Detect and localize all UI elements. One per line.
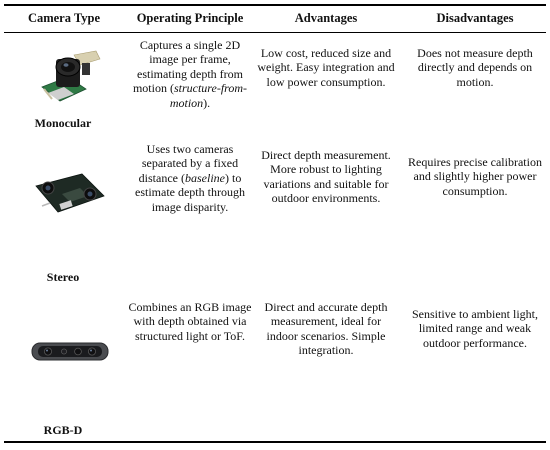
row-advantages-stereo: Direct depth measurement. More robust to… bbox=[261, 148, 391, 206]
row-principle-stereo: Uses two cameras separated by a fixed di… bbox=[135, 142, 245, 214]
header-operating-principle: Operating Principle bbox=[136, 11, 244, 25]
row-advantages-rgbd: Direct and accurate depth measurement, i… bbox=[264, 300, 388, 358]
row-type-rgbd: RGB-D bbox=[43, 423, 83, 437]
header-disadvantages: Disadvantages bbox=[436, 11, 514, 25]
monocular-camera-module-icon bbox=[41, 50, 101, 102]
row-type-stereo: Stereo bbox=[46, 270, 80, 284]
row-disadvantages-monocular: Does not measure depth directly and depe… bbox=[417, 46, 533, 89]
table-header-rule bbox=[4, 32, 546, 33]
row-principle-monocular: Captures a single 2D image per frame, es… bbox=[132, 38, 248, 110]
camera-comparison-table: Camera Type Operating Principle Advantag… bbox=[4, 4, 546, 443]
rgbd-camera-icon bbox=[31, 342, 109, 361]
row-disadvantages-stereo: Requires precise calibration and slightl… bbox=[408, 155, 542, 198]
header-camera-type: Camera Type bbox=[27, 11, 101, 25]
stereo-camera-board-icon bbox=[35, 173, 105, 213]
row-disadvantages-rgbd: Sensitive to ambient light, limited rang… bbox=[412, 307, 538, 350]
row-principle-rgbd: Combines an RGB image with depth obtaine… bbox=[128, 300, 252, 343]
row-type-monocular: Monocular bbox=[34, 116, 92, 130]
header-advantages: Advantages bbox=[294, 11, 358, 25]
table-bottom-rule bbox=[4, 441, 546, 443]
row-advantages-monocular: Low cost, reduced size and weight. Easy … bbox=[257, 46, 395, 89]
table-top-rule bbox=[4, 4, 546, 6]
